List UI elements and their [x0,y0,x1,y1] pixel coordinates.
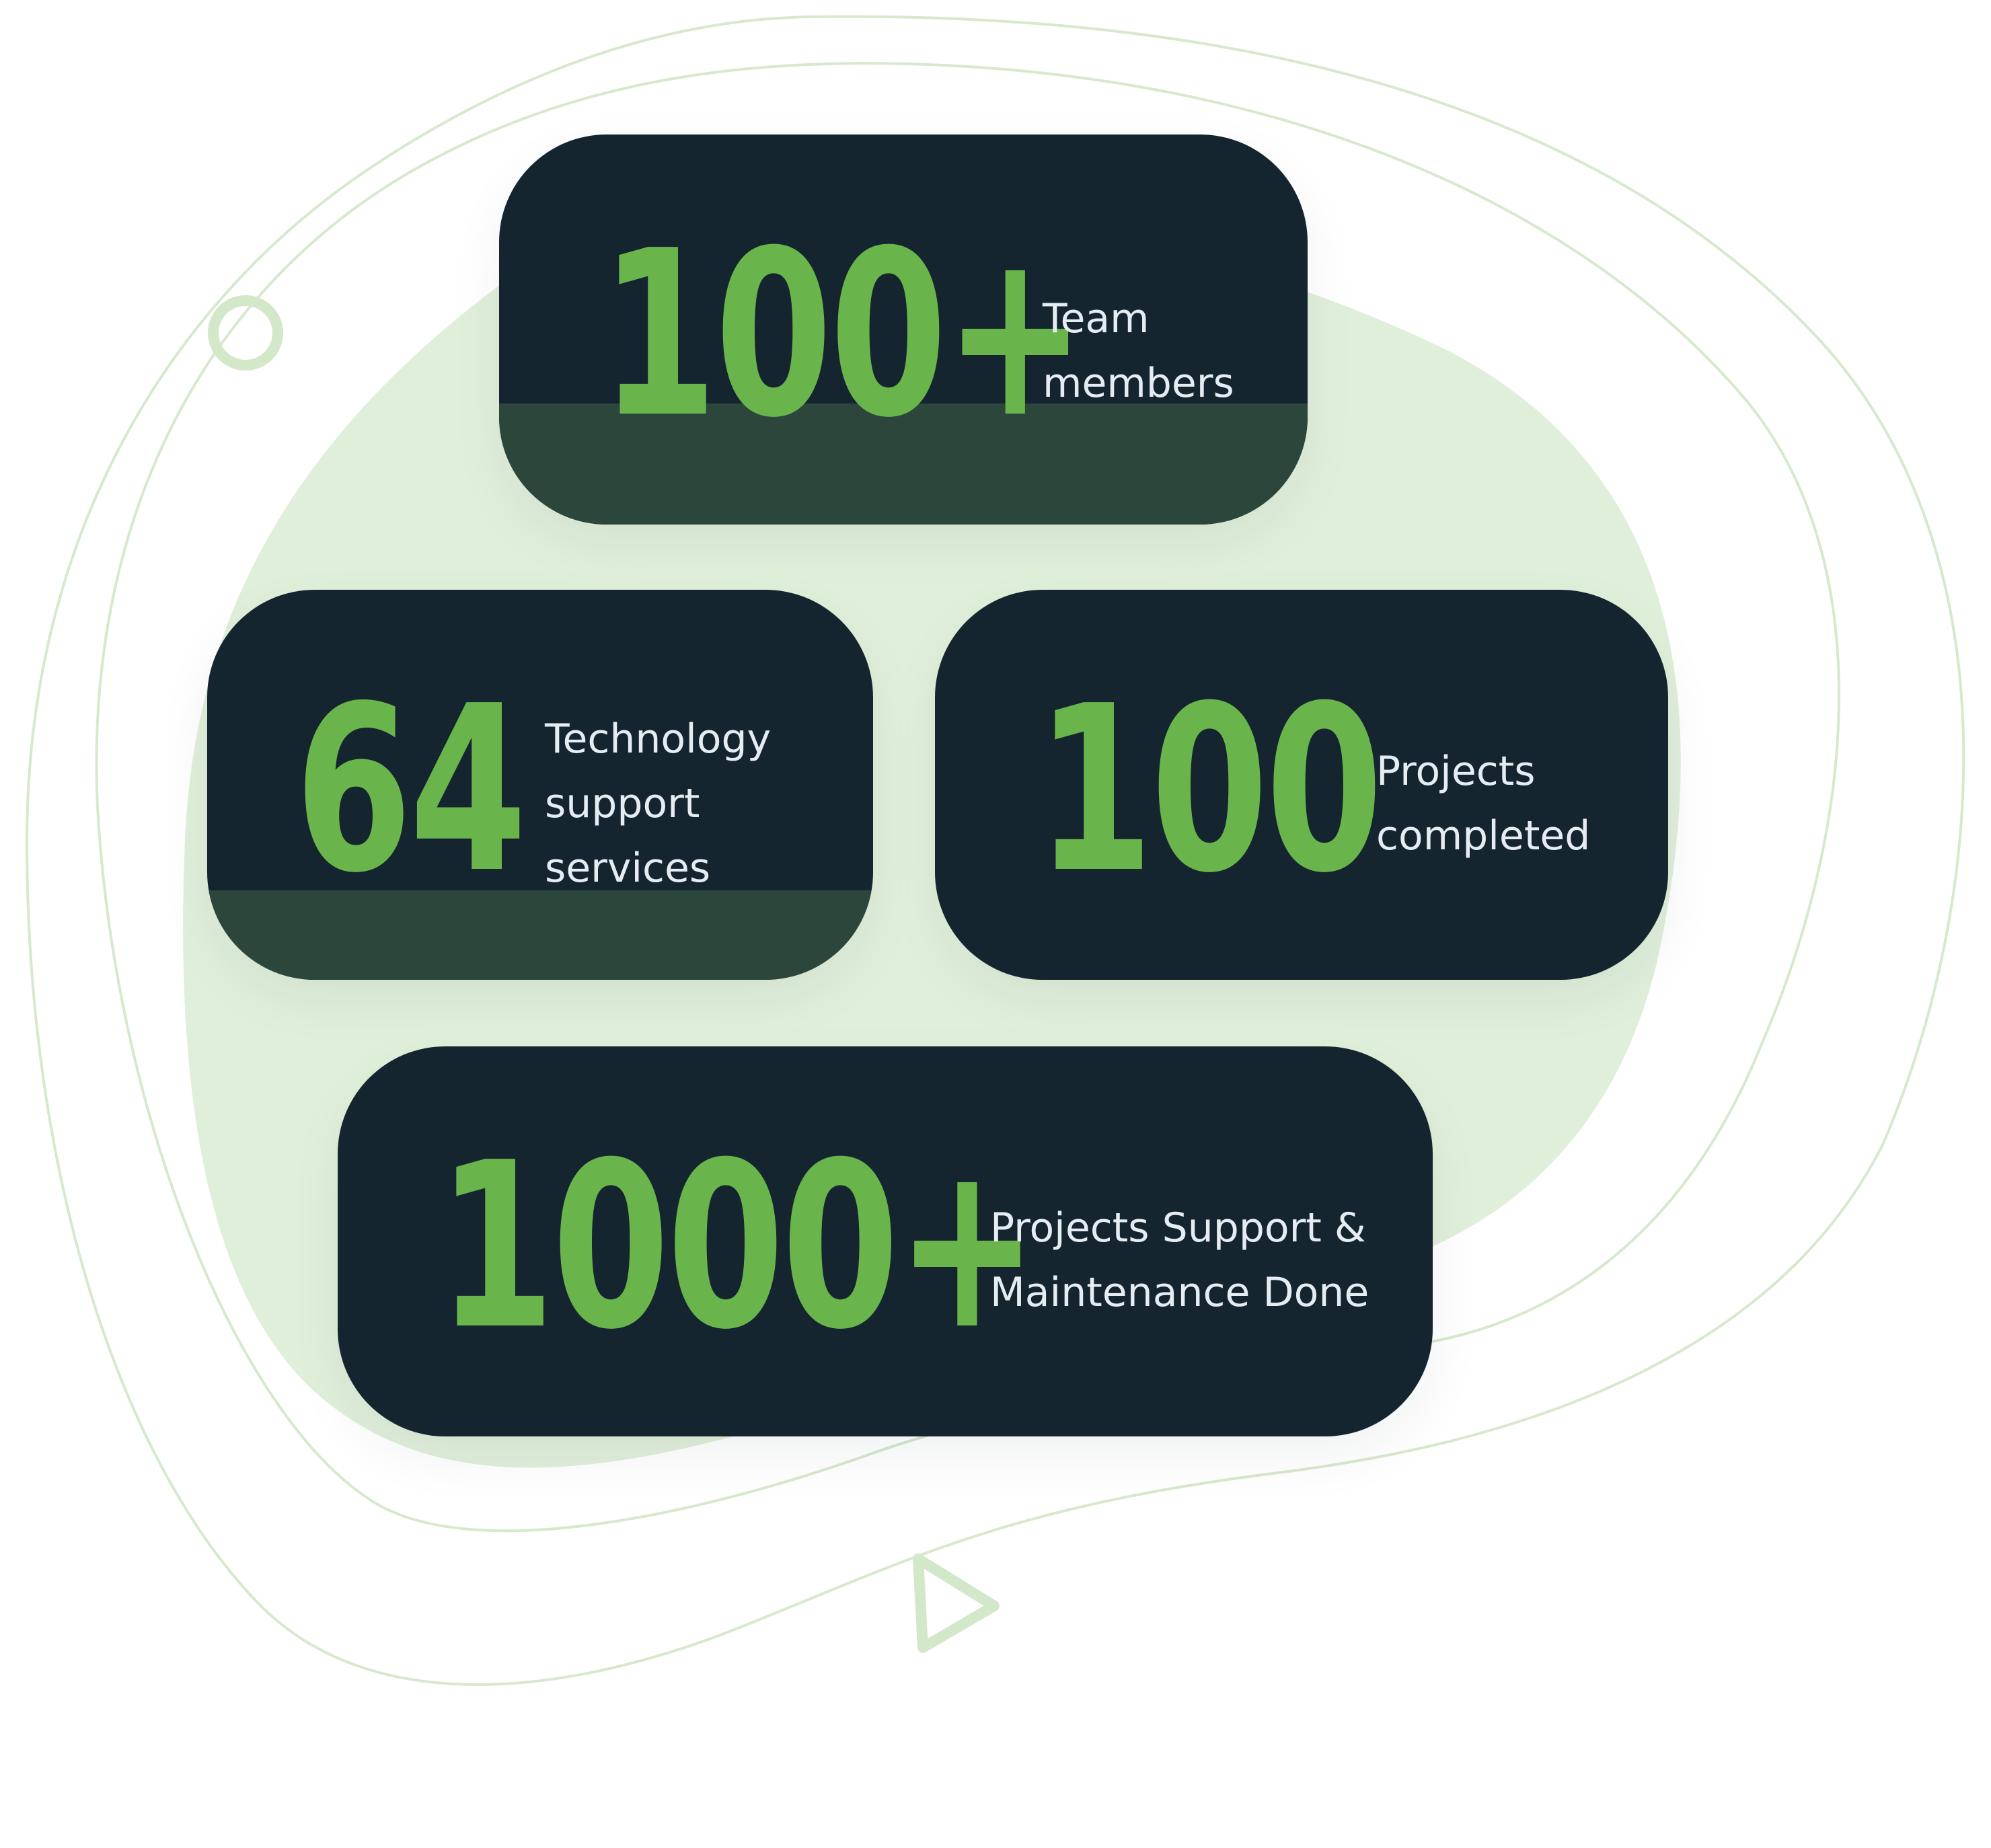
card-band [207,890,873,980]
ring-icon [208,295,283,371]
stat-label-line: Projects [1376,748,1536,795]
stat-value: 100 [1036,657,1383,923]
stat-card-projects-completed: 100 Projects completed [935,590,1668,980]
stat-label-line: Technology [545,716,772,763]
stat-label: Technology support services [545,707,771,900]
stat-label-line: Team [1043,295,1150,342]
inner-outline-loop [95,62,1840,1533]
stat-label-line: Maintenance Done [990,1269,1369,1316]
stat-card-support-maintenance: 1000+ Projects Support & Maintenance Don… [338,1046,1433,1436]
outer-outline-loop [25,15,1965,1686]
stat-label-line: support [545,780,700,827]
stat-card-technology-support: 64 Technology support services [207,590,873,980]
stat-label-line: Projects Support & [990,1204,1366,1252]
stat-value: 100+ [600,202,1086,468]
stat-label-line: services [545,845,711,892]
card-band [499,403,1308,525]
play-triangle-icon [913,1553,1000,1653]
stat-label: Team members [1043,286,1234,416]
stat-label: Projects Support & Maintenance Done [990,1196,1369,1325]
stat-label-line: completed [1376,812,1591,859]
stat-card-team-members: 100+ Team members [499,134,1308,525]
stat-value: 64 [295,657,527,923]
stat-value: 1000+ [437,1114,1038,1380]
stat-label: Projects completed [1376,739,1590,868]
stat-label-line: members [1043,360,1234,407]
